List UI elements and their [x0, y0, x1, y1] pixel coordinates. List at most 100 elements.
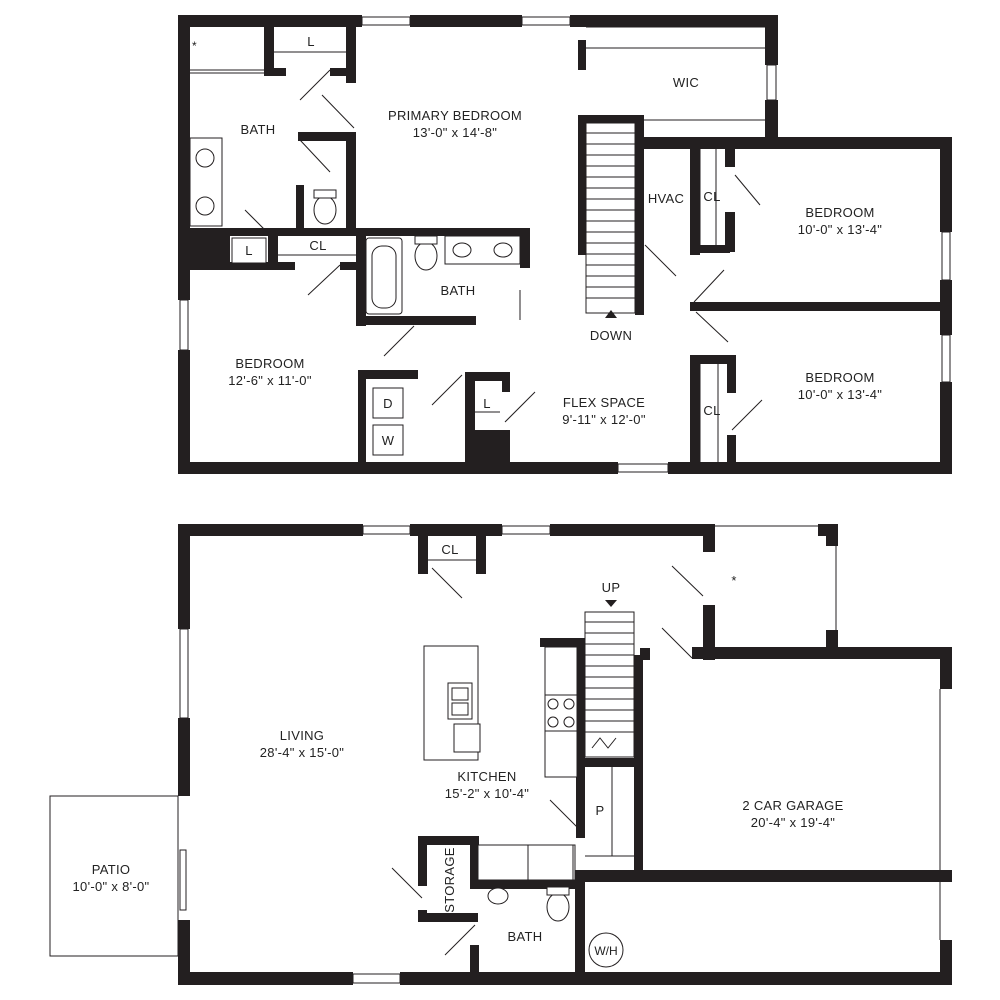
wall: [410, 15, 522, 27]
door-swing: [695, 311, 729, 343]
door-swing: [693, 269, 725, 303]
window: [352, 973, 401, 984]
room-name-dryer: D: [383, 396, 393, 411]
wall: [465, 372, 510, 381]
window: [617, 463, 669, 473]
room-name-flex-space: FLEX SPACE: [563, 395, 645, 410]
window: [361, 16, 411, 26]
water-heater-icon: [588, 932, 624, 968]
wall: [520, 228, 530, 268]
wall: [690, 355, 735, 364]
window: [362, 525, 411, 535]
wall: [540, 638, 580, 647]
door-swing: [244, 209, 269, 234]
shower-marker: *: [192, 39, 197, 53]
door-swing: [734, 174, 761, 206]
room-name-storage: STORAGE: [442, 847, 457, 912]
wall: [690, 355, 700, 474]
window: [179, 628, 189, 719]
wall: [418, 836, 427, 886]
upper-floor: * PRIMARY BEDROOM 13'-0" x 14'-8: [178, 15, 952, 474]
room-name-primary-bath: BATH: [241, 122, 276, 137]
wall: [640, 648, 650, 660]
room-name-linen-mid: L: [245, 243, 253, 258]
wall: [634, 655, 643, 775]
door-swing: [731, 399, 763, 431]
window: [941, 334, 951, 383]
door-swing: [644, 244, 677, 277]
burner: [547, 698, 559, 710]
toilet-icon: [546, 892, 570, 922]
wall: [356, 316, 476, 325]
wall: [578, 115, 642, 123]
wall: [640, 137, 952, 149]
room-size-living: 28'-4" x 15'-0": [260, 745, 345, 760]
wall: [476, 532, 486, 574]
wall: [727, 435, 736, 474]
sink-basin: [451, 687, 469, 701]
door-swing: [299, 69, 331, 101]
wall: [765, 100, 778, 138]
staircase: [584, 611, 635, 758]
wall: [356, 228, 366, 326]
wall: [668, 462, 952, 474]
room-name-kitchen: KITCHEN: [457, 769, 516, 784]
room-name-patio: PATIO: [92, 862, 131, 877]
wall: [400, 972, 952, 985]
refrigerator: [527, 844, 574, 881]
wall: [178, 972, 353, 985]
room-name-garage: 2 CAR GARAGE: [742, 798, 843, 813]
room-size-patio: 10'-0" x 8'-0": [73, 879, 150, 894]
entry-marker: *: [731, 573, 736, 588]
sink-icon: [452, 242, 472, 258]
wall: [178, 524, 190, 629]
burner: [563, 698, 575, 710]
wall: [635, 115, 644, 315]
room-name-hvac: HVAC: [648, 191, 684, 206]
washer-box: [372, 424, 404, 456]
stairs-up-label: UP: [602, 580, 621, 595]
stair-treads: [585, 621, 634, 733]
door-swing: [444, 924, 476, 956]
toilet-icon: [414, 241, 438, 271]
staircase: [585, 122, 636, 314]
wall: [178, 15, 362, 27]
wall: [727, 355, 736, 393]
wall: [470, 880, 575, 889]
wall: [826, 630, 838, 650]
stair-arrow-icon: [605, 600, 617, 607]
room-name-closet-bed3: CL: [703, 403, 720, 418]
wall: [502, 372, 510, 392]
wall: [346, 27, 356, 83]
door-swing: [299, 139, 331, 173]
toilet-tank: [313, 189, 337, 199]
wall: [634, 758, 643, 878]
sink-icon: [493, 242, 513, 258]
wall: [178, 718, 190, 796]
wall: [703, 524, 715, 552]
door-swing: [321, 94, 355, 129]
door-swing: [391, 867, 423, 899]
wall: [725, 145, 735, 167]
bathtub-inner: [371, 245, 397, 309]
stairs-down-label: DOWN: [590, 328, 632, 343]
dishwasher: [453, 723, 481, 753]
room-name-pantry: P: [596, 803, 605, 818]
stair-treads: [586, 132, 635, 299]
wall: [178, 462, 618, 474]
wall: [578, 40, 586, 70]
wall: [576, 638, 585, 776]
room-name-bedroom3: BEDROOM: [805, 370, 874, 385]
wall: [576, 758, 585, 838]
room-name-powder-bath: BATH: [508, 929, 543, 944]
window: [766, 64, 777, 101]
toilet-icon: [313, 195, 337, 225]
room-name-closet-entry: CL: [441, 542, 458, 557]
room-size-kitchen: 15'-2" x 10'-4": [445, 786, 530, 801]
wall: [470, 945, 479, 985]
wall: [570, 15, 778, 27]
door-swing: [383, 325, 415, 357]
window: [179, 299, 189, 351]
toilet-tank: [414, 235, 438, 245]
wall: [178, 524, 363, 536]
